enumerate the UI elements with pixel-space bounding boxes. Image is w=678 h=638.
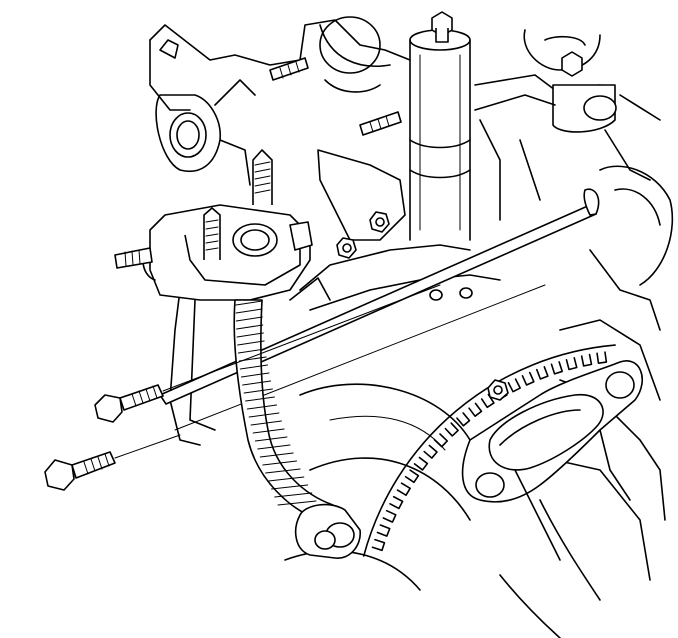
mounting-bracket-icon <box>142 204 313 301</box>
pivot-bolt-icon <box>159 39 509 401</box>
housing-icon <box>461 360 644 561</box>
locating-rod-icon <box>159 188 600 431</box>
bolt-icon <box>44 284 441 491</box>
ring-gear-icon <box>362 344 616 557</box>
engine-block-icon <box>149 11 674 638</box>
harness-icon <box>233 299 361 559</box>
flywheel-icon <box>284 383 471 591</box>
sensor-icon <box>114 149 273 269</box>
